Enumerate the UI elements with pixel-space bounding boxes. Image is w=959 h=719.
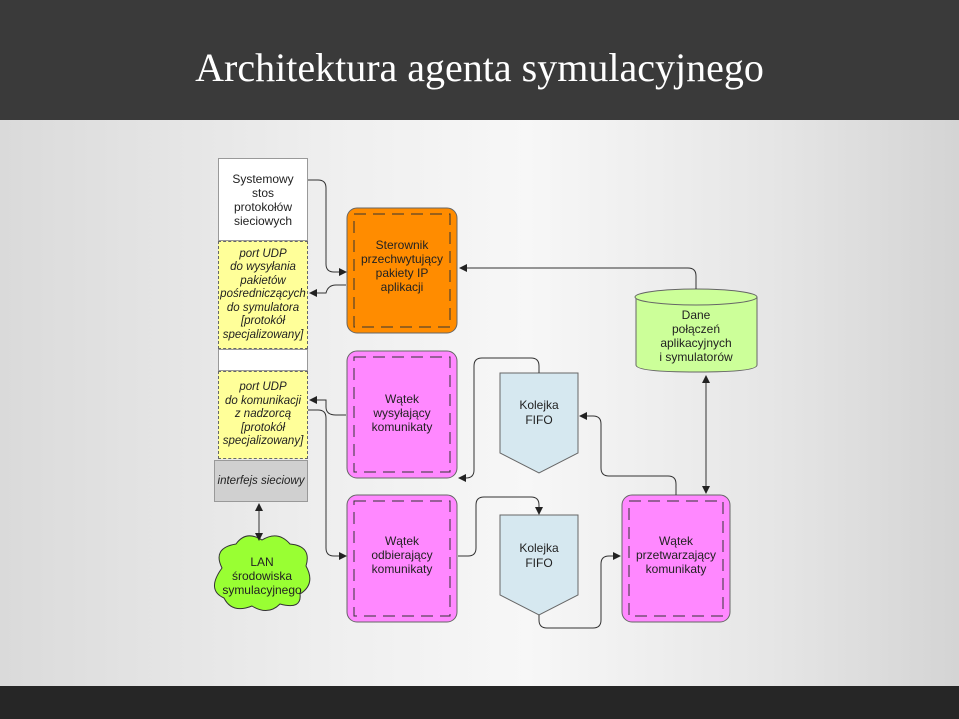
svg-text:Kolejka: Kolejka	[519, 541, 559, 555]
svg-text:Kolejka: Kolejka	[519, 398, 559, 412]
svg-text:pakiety IP: pakiety IP	[376, 266, 429, 280]
svg-text:wysyłający: wysyłający	[372, 406, 430, 420]
lan-line-3: symulacyjnego	[222, 583, 302, 597]
svg-text:odbierający: odbierający	[371, 548, 432, 562]
svg-text:i symulatorów: i symulatorów	[659, 350, 733, 364]
stack-gap	[218, 349, 308, 371]
lan-line-1: LAN	[250, 555, 273, 569]
svg-text:Dane: Dane	[682, 308, 711, 322]
svg-text:komunikaty: komunikaty	[372, 562, 433, 576]
fifo-queue-bottom: Kolejka FIFO	[499, 514, 579, 616]
network-interface: interfejs sieciowy	[214, 460, 308, 502]
svg-text:przechwytujący: przechwytujący	[361, 252, 443, 266]
title-bar	[0, 0, 959, 120]
connections-database: Dane połączeń aplikacyjnych i symulatoró…	[634, 288, 758, 373]
svg-text:Wątek: Wątek	[385, 392, 420, 406]
svg-text:komunikaty: komunikaty	[646, 562, 707, 576]
svg-text:aplikacji: aplikacji	[381, 280, 424, 294]
svg-text:aplikacyjnych: aplikacyjnych	[660, 336, 731, 350]
diagram-background	[0, 120, 959, 686]
processor-thread: Wątek przetwarzający komunikaty	[621, 494, 731, 623]
fifo-queue-top: Kolejka FIFO	[499, 372, 579, 474]
svg-text:Wątek: Wątek	[385, 534, 420, 548]
svg-text:komunikaty: komunikaty	[372, 420, 433, 434]
svg-text:Sterownik: Sterownik	[376, 238, 430, 252]
lan-line-2: środowiska	[232, 569, 292, 583]
svg-text:Wątek: Wątek	[659, 534, 694, 548]
lan-cloud: LAN środowiska symulacyjnego	[214, 535, 311, 611]
svg-text:przetwarzający: przetwarzający	[636, 548, 716, 562]
connectors	[255, 179, 710, 629]
svg-text:połączeń: połączeń	[672, 322, 720, 336]
ip-packet-controller: Sterownik przechwytujący pakiety IP apli…	[346, 207, 458, 334]
bottom-bar	[0, 686, 959, 719]
page-title: Architektura agenta symulacyjnego	[195, 45, 764, 90]
sender-thread: Wątek wysyłający komunikaty	[346, 350, 458, 479]
svg-text:FIFO: FIFO	[525, 556, 552, 570]
svg-text:FIFO: FIFO	[525, 413, 552, 427]
receiver-thread: Wątek odbierający komunikaty	[346, 494, 458, 623]
